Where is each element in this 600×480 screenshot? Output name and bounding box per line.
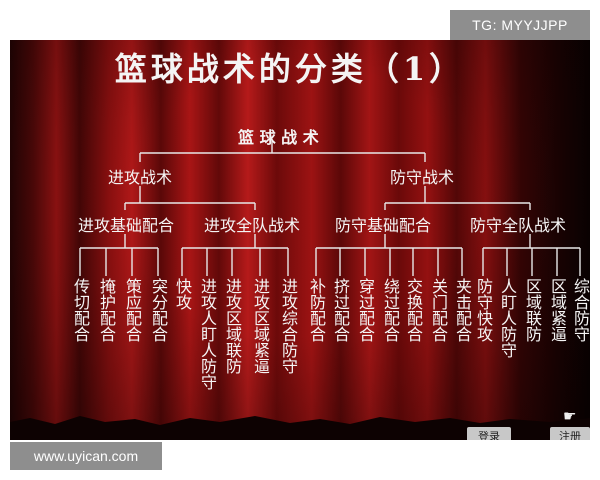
register-button[interactable]: 注册 (550, 427, 590, 440)
leaf-help-defense: 补防配合 (307, 278, 326, 342)
leaf-give-and-go: 传切配合 (71, 278, 90, 342)
watermark-url: www.uyican.com (10, 442, 162, 470)
offense-team-tactics-label: 进攻全队战术 (204, 216, 301, 235)
leaf-attack-zone-press: 进攻区域紧逼 (251, 278, 270, 374)
stage-ground (10, 416, 590, 440)
presentation-slide: 篮球战术的分类（1） (10, 40, 590, 440)
defense-basic-coordination-label: 防守基础配合 (335, 216, 432, 235)
leaf-attack-man-to-man: 进攻人盯人防守 (198, 278, 217, 390)
defense-team-tactics-label: 防守全队战术 (470, 216, 567, 235)
login-button[interactable]: 登录 (467, 427, 511, 440)
leaf-close-the-gate: 关门配合 (429, 278, 448, 342)
leaf-attack-combination: 进攻综合防守 (279, 278, 298, 374)
leaf-penetrate-and-dish: 突分配合 (149, 278, 168, 342)
slide-title: 篮球战术的分类（1） (114, 50, 466, 88)
pointing-hand-icon[interactable]: ☛ (563, 407, 577, 425)
leaf-attack-zone: 进攻区域联防 (223, 278, 242, 374)
source-tag: TG: MYYJJPP (450, 10, 590, 40)
leaf-defend-fast-break: 防守快攻 (474, 278, 493, 342)
leaf-go-around: 绕过配合 (381, 278, 400, 342)
leaf-zone-press: 区域紧逼 (548, 278, 567, 342)
offense-basic-coordination-label: 进攻基础配合 (78, 216, 175, 235)
defense-tactics-label: 防守战术 (390, 168, 455, 187)
tree-connector-lines (79, 140, 581, 276)
leaf-screen: 掩护配合 (97, 278, 116, 342)
leaf-man-to-man: 人盯人防守 (498, 278, 517, 358)
tree-root-label: 篮 球 战 术 (238, 128, 319, 147)
leaf-zone-defense: 区域联防 (523, 278, 542, 342)
leaf-double-team: 夹击配合 (453, 278, 472, 342)
offense-tactics-label: 进攻战术 (108, 168, 173, 187)
leaf-switch: 交换配合 (404, 278, 423, 342)
leaf-fight-over: 挤过配合 (331, 278, 350, 342)
leaf-post-play: 策应配合 (123, 278, 142, 342)
leaf-slide-through: 穿过配合 (356, 278, 375, 342)
leaf-fast-break: 快攻 (173, 278, 192, 310)
leaf-combination-defense: 综合防守 (571, 278, 590, 342)
